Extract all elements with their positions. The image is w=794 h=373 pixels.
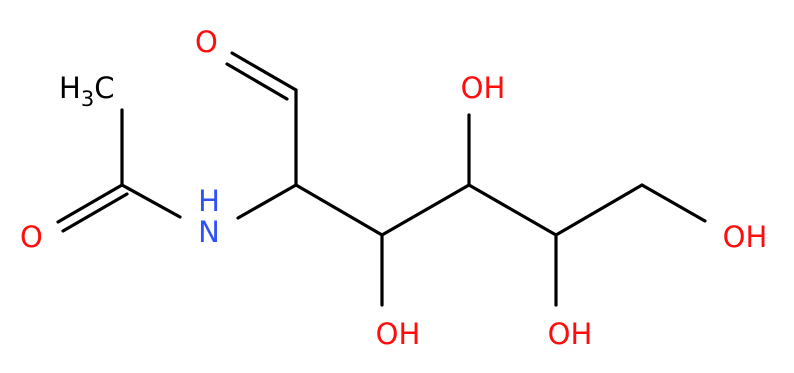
hydroxyl-c3-label: OH <box>376 317 421 351</box>
bonds <box>56 51 707 307</box>
hydroxyl-c6-label: OH <box>723 220 768 254</box>
methyl-label: H3C <box>59 71 114 111</box>
bond-carbonyl-n <box>120 183 182 219</box>
nh-nitrogen-label: N <box>198 215 220 249</box>
hydroxyl-c5-label: OH <box>548 317 593 351</box>
bond-aldehyde-double-b <box>225 62 289 101</box>
bond-c2-c3 <box>294 183 384 237</box>
nh-hydrogen-label: H <box>198 184 220 218</box>
bond-c5-c6 <box>554 183 644 237</box>
bond-amide-co-double-a <box>56 183 124 224</box>
bond-c6-oh <box>640 183 707 223</box>
bond-n-c2 <box>236 183 298 220</box>
aldehyde-oxygen-label: O <box>195 25 218 59</box>
bond-c3-c4 <box>380 183 471 237</box>
bond-c4-c5 <box>467 183 558 237</box>
amide-oxygen-label: O <box>20 220 43 254</box>
bond-amide-co-double-b <box>61 192 129 233</box>
bond-aldehyde-double-a <box>230 51 298 92</box>
hydroxyl-c4-label: OH <box>461 71 506 105</box>
atom-labels: H3C O N H O OH OH OH OH <box>20 25 767 351</box>
